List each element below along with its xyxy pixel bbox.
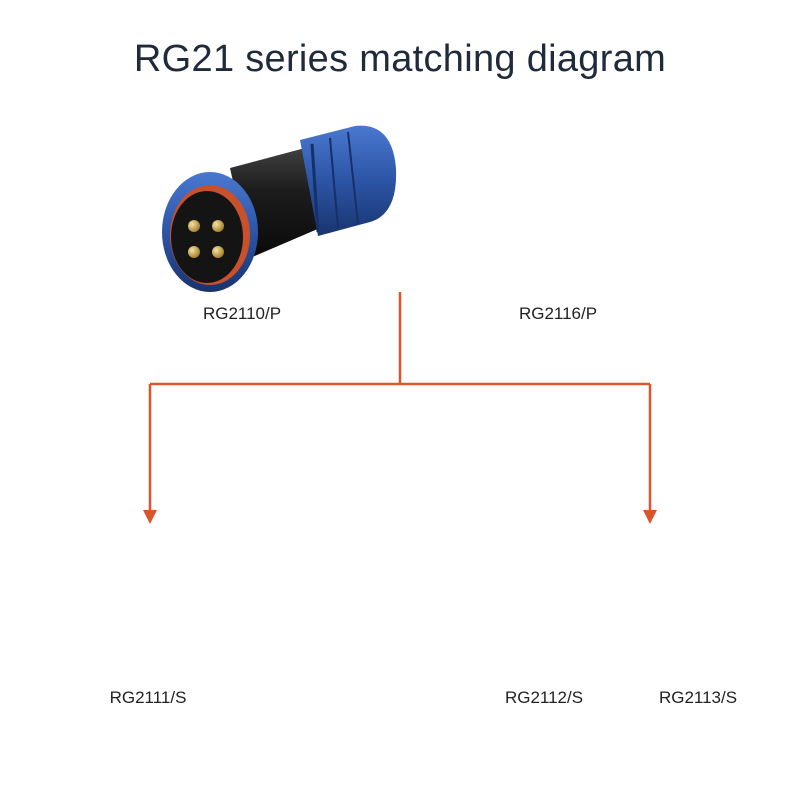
arrowhead-left bbox=[143, 510, 157, 524]
connection-arrows bbox=[148, 292, 652, 514]
label-rg2116p: RG2116/P bbox=[518, 304, 598, 323]
connector-rg2110p-image bbox=[162, 125, 397, 292]
label-rg2111s: RG2111/S bbox=[109, 688, 187, 707]
diagram-title: RG21 series matching diagram bbox=[133, 38, 667, 80]
label-rg2113s: RG2113/S bbox=[658, 688, 738, 707]
label-rg2110p: RG2110/P bbox=[202, 304, 282, 323]
arrowhead-right bbox=[643, 510, 657, 524]
label-rg2112s: RG2112/S bbox=[504, 688, 584, 707]
